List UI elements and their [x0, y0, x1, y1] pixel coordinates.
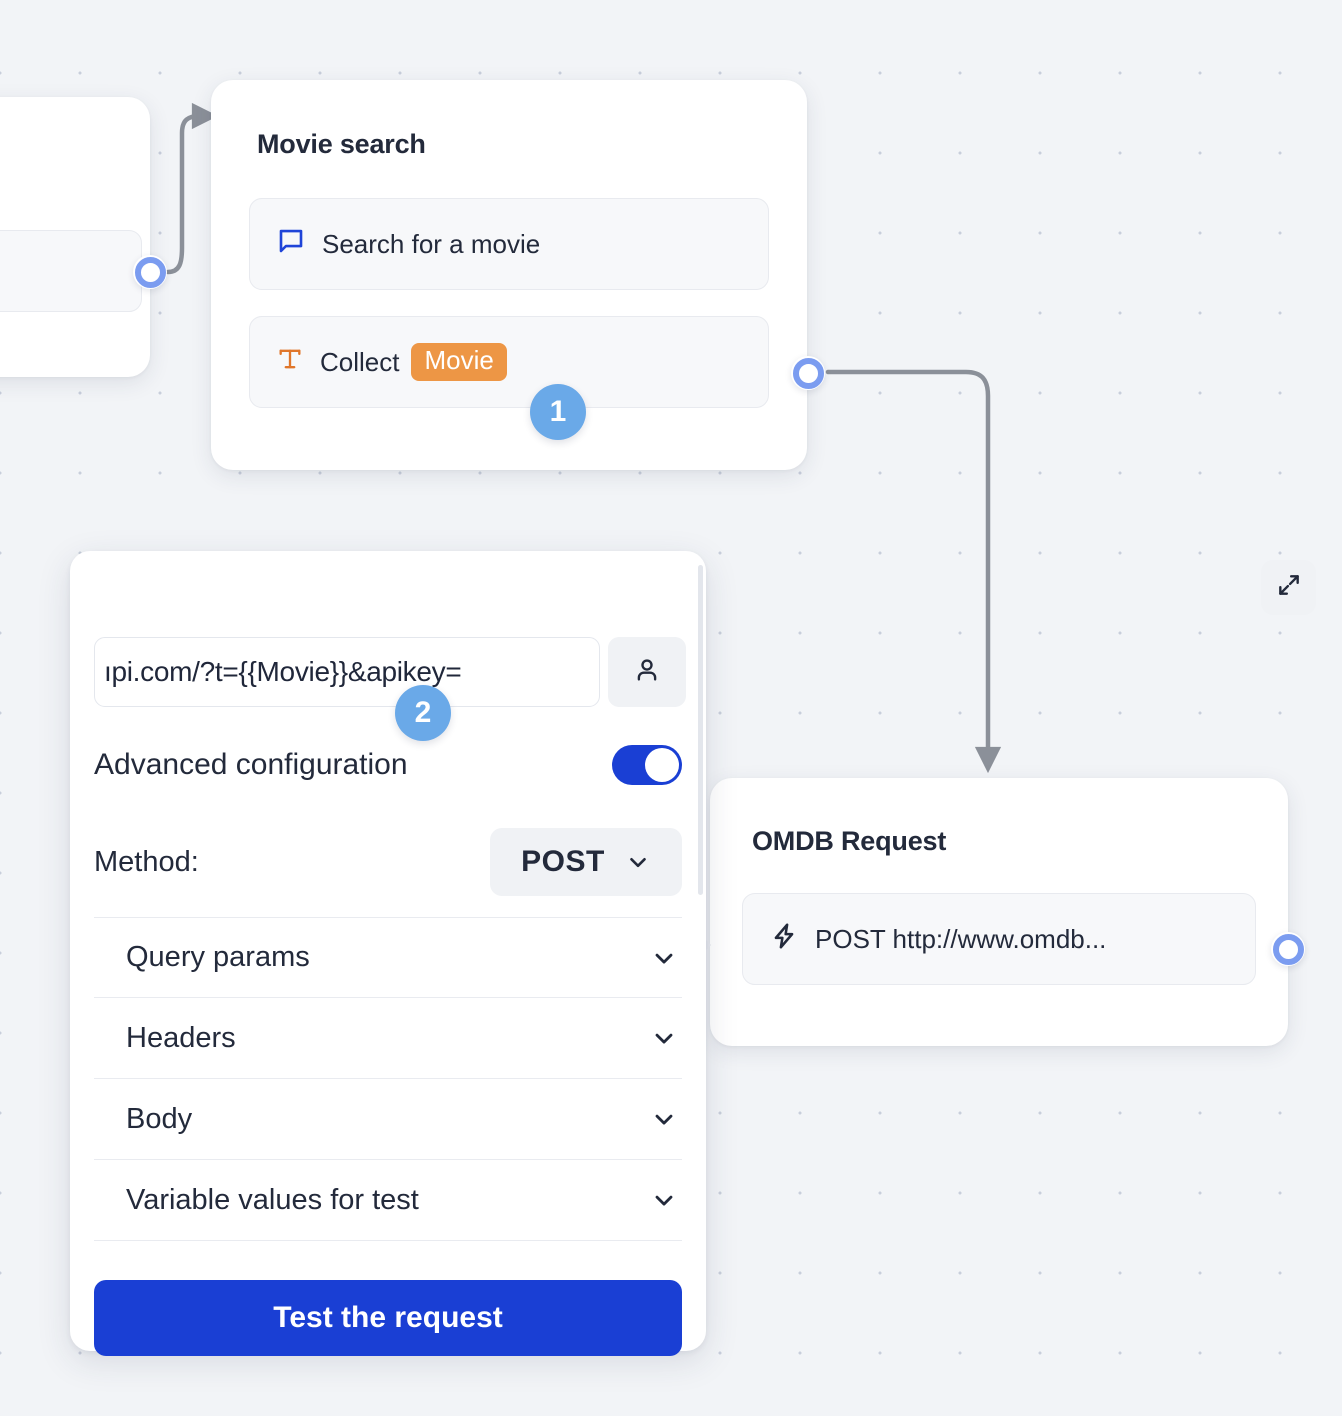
- slot-search-for-a-movie[interactable]: Search for a movie: [249, 198, 769, 290]
- url-auth-button[interactable]: [608, 637, 686, 707]
- chevron-down-icon[interactable]: [650, 1186, 678, 1214]
- accordion-label-headers: Headers: [126, 1021, 236, 1054]
- url-row: ıpi.com/?t={{Movie}}&apikey=: [94, 637, 686, 707]
- advanced-configuration-label: Advanced configuration: [94, 748, 408, 781]
- accordion-label-query-params: Query params: [126, 941, 310, 973]
- accordion-label-body: Body: [126, 1102, 193, 1135]
- accordion-item-headers[interactable]: Headers: [94, 998, 682, 1079]
- panel-scrollbar[interactable]: [698, 565, 703, 895]
- chevron-down-icon[interactable]: [650, 1024, 678, 1052]
- chevron-down-icon: [625, 849, 651, 875]
- step-badge-2: 2: [395, 685, 451, 741]
- expand-panel-button[interactable]: [1261, 560, 1316, 615]
- variable-chip-movie[interactable]: Movie: [411, 343, 507, 381]
- node-movie-search[interactable]: Movie search Search for a movie Collect: [211, 80, 807, 470]
- accordion-item-query-params[interactable]: Query params: [94, 917, 682, 998]
- advanced-configuration-toggle[interactable]: [612, 745, 682, 785]
- request-url-input[interactable]: ıpi.com/?t={{Movie}}&apikey=: [94, 637, 600, 707]
- chevron-down-icon[interactable]: [650, 1105, 678, 1133]
- chevron-down-icon[interactable]: [650, 944, 678, 972]
- method-value: POST: [521, 845, 605, 878]
- request-url-value: ıpi.com/?t={{Movie}}&apikey=: [104, 656, 462, 687]
- request-accordion: Query params Headers Body: [94, 917, 682, 1241]
- slot-post-request[interactable]: POST http://www.omdb...: [742, 893, 1256, 985]
- method-label: Method:: [94, 845, 199, 878]
- slot-label-post-url: POST http://www.omdb...: [815, 923, 1107, 954]
- slot-label-search: Search for a movie: [322, 228, 541, 259]
- slot-collect-movie[interactable]: Collect Movie: [249, 316, 769, 408]
- port-prev-output[interactable]: [133, 255, 167, 289]
- method-row: Method: POST: [94, 828, 682, 896]
- lightning-bolt-icon: [769, 921, 799, 958]
- toggle-knob: [645, 748, 679, 782]
- accordion-label-variable-values: Variable values for test: [126, 1183, 419, 1216]
- previous-node-slot[interactable]: [0, 230, 142, 312]
- accordion-item-variable-values[interactable]: Variable values for test: [94, 1160, 682, 1241]
- step-badge-1: 1: [530, 384, 586, 440]
- method-select[interactable]: POST: [490, 828, 682, 896]
- text-field-T-icon: [276, 345, 304, 380]
- slot-label-collect: Collect: [320, 346, 400, 377]
- node-title-omdb-request: OMDB Request: [752, 826, 947, 856]
- edge-movie-to-omdb: [825, 369, 1002, 774]
- node-title-movie-search: Movie search: [257, 129, 426, 159]
- port-movie-search-output[interactable]: [791, 356, 825, 390]
- expand-diagonal-icon: [1276, 572, 1302, 603]
- message-bubble-icon: [276, 226, 306, 263]
- edge-prev-to-movie: [165, 102, 219, 275]
- advanced-configuration-row: Advanced configuration: [94, 745, 682, 785]
- previous-node-partial[interactable]: [0, 97, 150, 377]
- test-the-request-button[interactable]: Test the request: [94, 1280, 682, 1356]
- node-omdb-request[interactable]: OMDB Request POST http://www.omdb...: [698, 778, 1288, 1046]
- accordion-item-body[interactable]: Body: [94, 1079, 682, 1160]
- user-icon: [632, 655, 662, 690]
- port-omdb-request-output[interactable]: [1271, 932, 1305, 966]
